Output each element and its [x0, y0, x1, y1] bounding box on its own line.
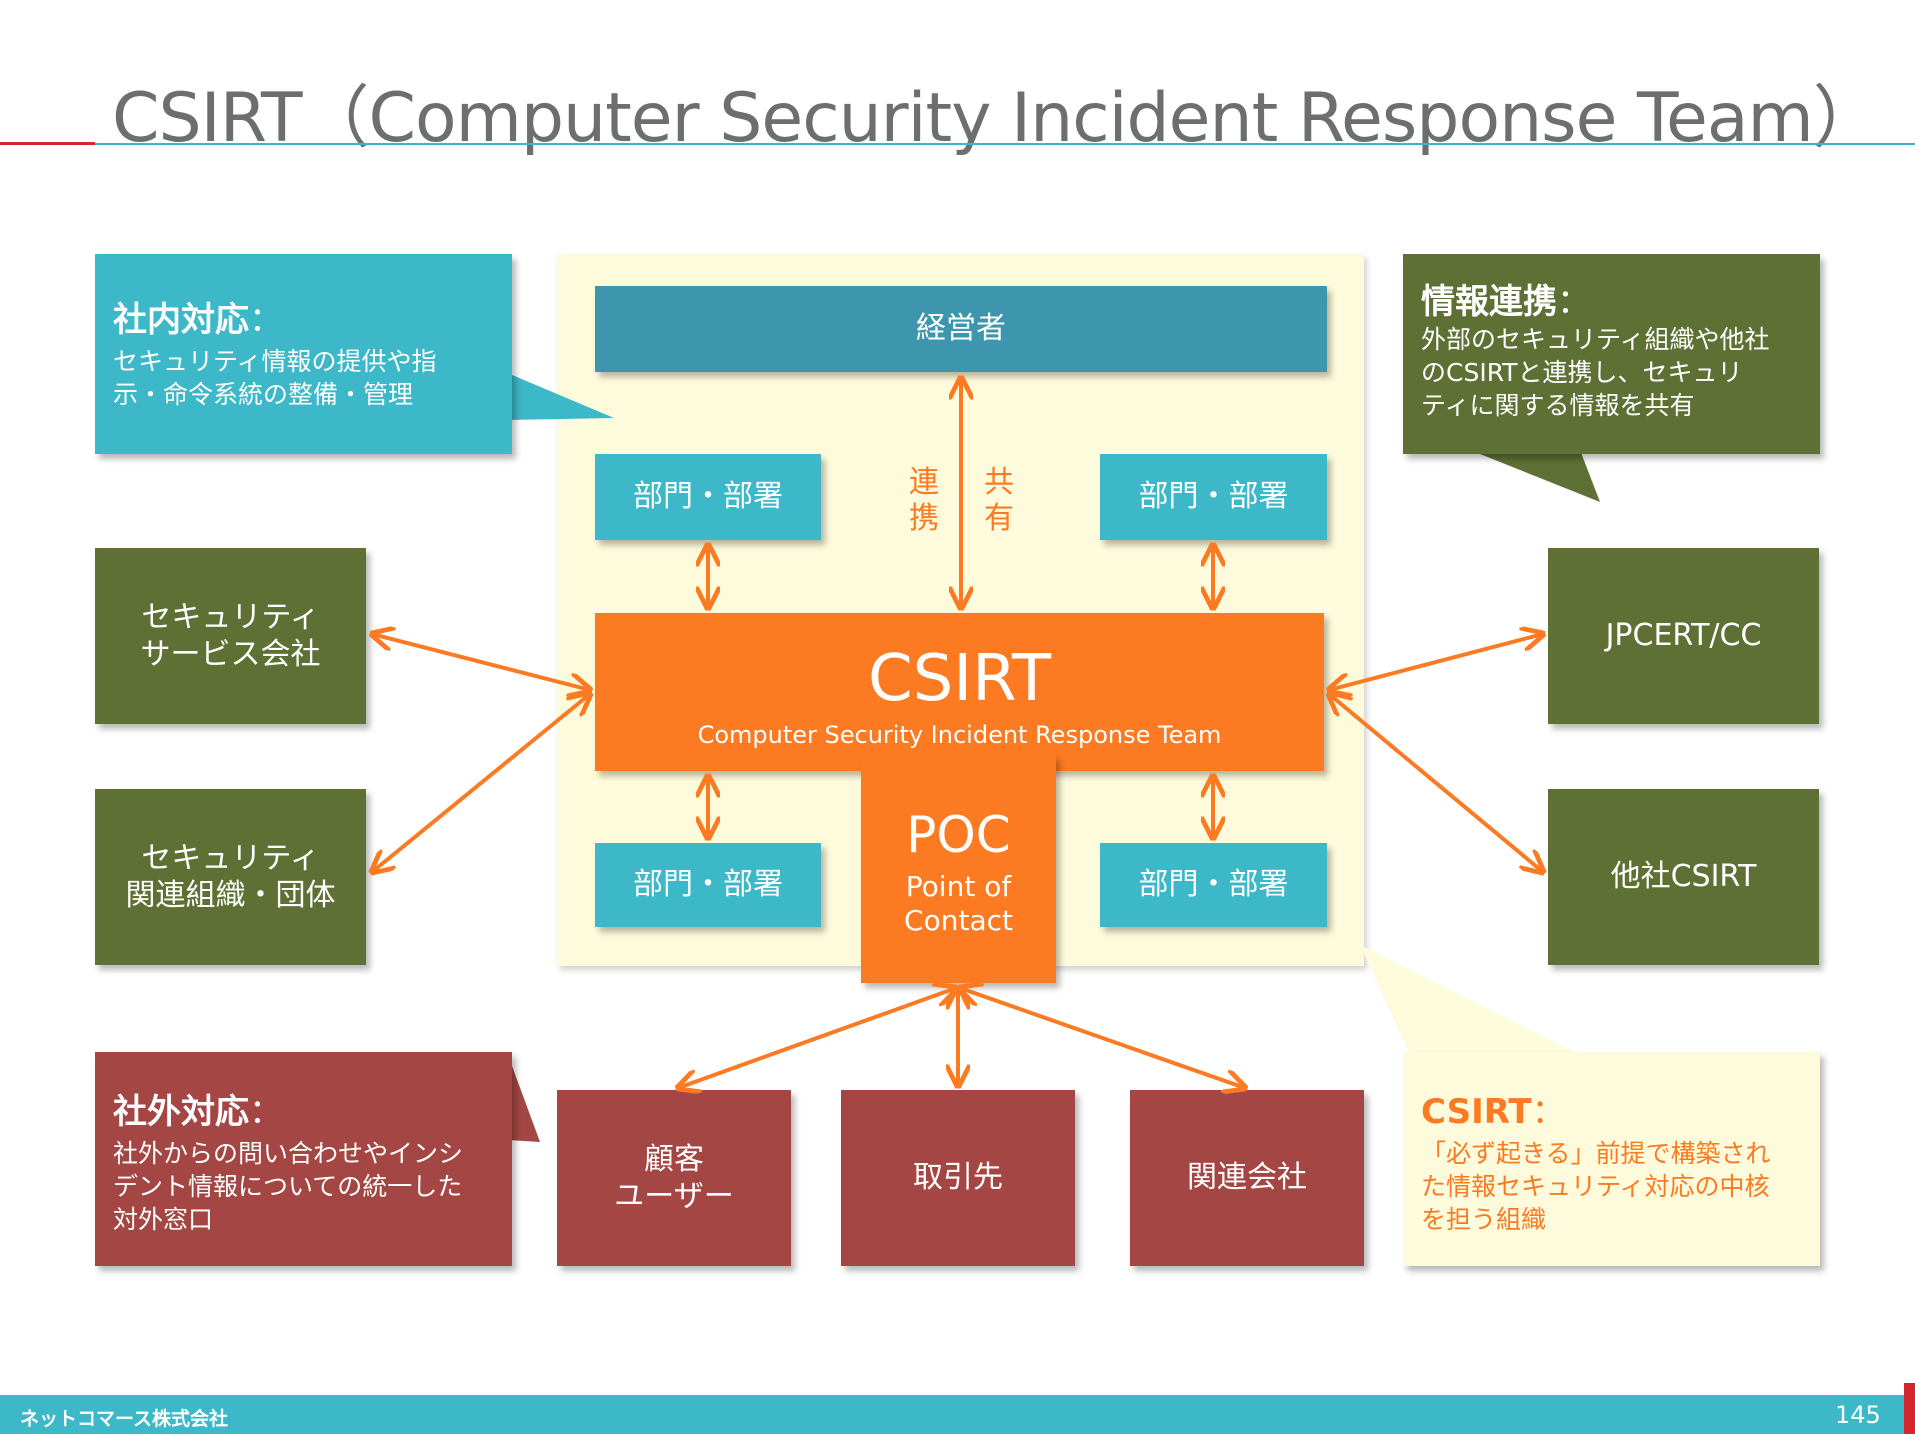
callout-internal-head: 社内対応: [113, 300, 249, 340]
callout-csirt-line: た情報セキュリティ対応の中核: [1421, 1172, 1770, 1202]
footer-company: ネットコマース株式会社: [20, 1408, 229, 1430]
callout-csirt-definition: CSIRT： 「必ず起きる」前提で構築され た情報セキュリティ対応の中核 を担う…: [1403, 1052, 1820, 1266]
title-rule: [95, 143, 1915, 145]
security-organization-node: セキュリティ 関連組織・団体: [95, 789, 366, 965]
csirt-title: CSIRT: [867, 642, 1052, 716]
csirt-subtitle: Computer Security Incident Response Team: [697, 721, 1222, 749]
business-partner-node: 取引先: [841, 1090, 1075, 1266]
department-box: 部門・部署: [595, 454, 821, 540]
callout-csirt-line: 「必ず起きる」前提で構築され: [1421, 1139, 1771, 1169]
security-service-company-node: セキュリティ サービス会社: [95, 548, 366, 724]
poc-line: Point of: [905, 870, 1012, 903]
department-box: 部門・部署: [595, 843, 821, 927]
arrow-affiliate: [960, 988, 1245, 1088]
callout-internal-line: 示・命令系統の整備・管理: [113, 380, 414, 410]
callout-internal-line: セキュリティ情報の提供や指: [113, 347, 437, 377]
vertical-label-sharing: 共 有: [984, 465, 1014, 536]
callout-external-line: 社外からの問い合わせやインシ: [113, 1139, 464, 1169]
customer-node: 顧客 ユーザー: [557, 1090, 791, 1266]
poc-line: Contact: [904, 903, 1013, 937]
callout-info-head: 情報連携: [1421, 282, 1557, 322]
affiliate-node: 関連会社: [1130, 1090, 1364, 1266]
vertical-label-cooperation: 連 携: [909, 465, 939, 536]
poc-box: POC Point of Contact: [861, 755, 1056, 983]
department-box: 部門・部署: [1100, 843, 1327, 927]
footer-accent: [1904, 1383, 1915, 1434]
callout-external-response: 社外対応： 社外からの問い合わせやインシ デント情報についての統一した 対外窓口: [95, 1052, 512, 1266]
callout-external-line: 対外窓口: [113, 1205, 214, 1235]
other-csirt-node: 他社CSIRT: [1548, 789, 1819, 965]
callout-csirt-line: を担う組織: [1421, 1205, 1547, 1235]
page-number: 145: [1835, 1401, 1881, 1429]
page-title: CSIRT（Computer Security Incident Respons…: [112, 79, 1881, 158]
callout-info-line: ティに関する情報を共有: [1421, 391, 1695, 421]
poc-title: POC: [906, 806, 1011, 864]
callout-info-line: 外部のセキュリティ組織や他社: [1421, 325, 1770, 355]
callout-internal-response: 社内対応： セキュリティ情報の提供や指 示・命令系統の整備・管理: [95, 254, 512, 454]
callout-csirt-head: CSIRT: [1421, 1092, 1532, 1132]
callout-external-head: 社外対応: [113, 1092, 249, 1132]
footer-bar: ネットコマース株式会社 145: [0, 1395, 1915, 1434]
management-box: 経営者: [595, 286, 1327, 372]
callout-external-line: デント情報についての統一した: [113, 1172, 463, 1202]
jpcert-node: JPCERT/CC: [1548, 548, 1819, 724]
callout-info-sharing: 情報連携： 外部のセキュリティ組織や他社 のCSIRTと連携し、セキュリ ティに…: [1403, 254, 1820, 454]
department-box: 部門・部署: [1100, 454, 1327, 540]
callout-info-line: のCSIRTと連携し、セキュリ: [1421, 358, 1743, 388]
csirt-box: CSIRT Computer Security Incident Respons…: [595, 613, 1324, 771]
title-rule-accent: [0, 142, 95, 145]
arrow-customer: [678, 988, 956, 1088]
